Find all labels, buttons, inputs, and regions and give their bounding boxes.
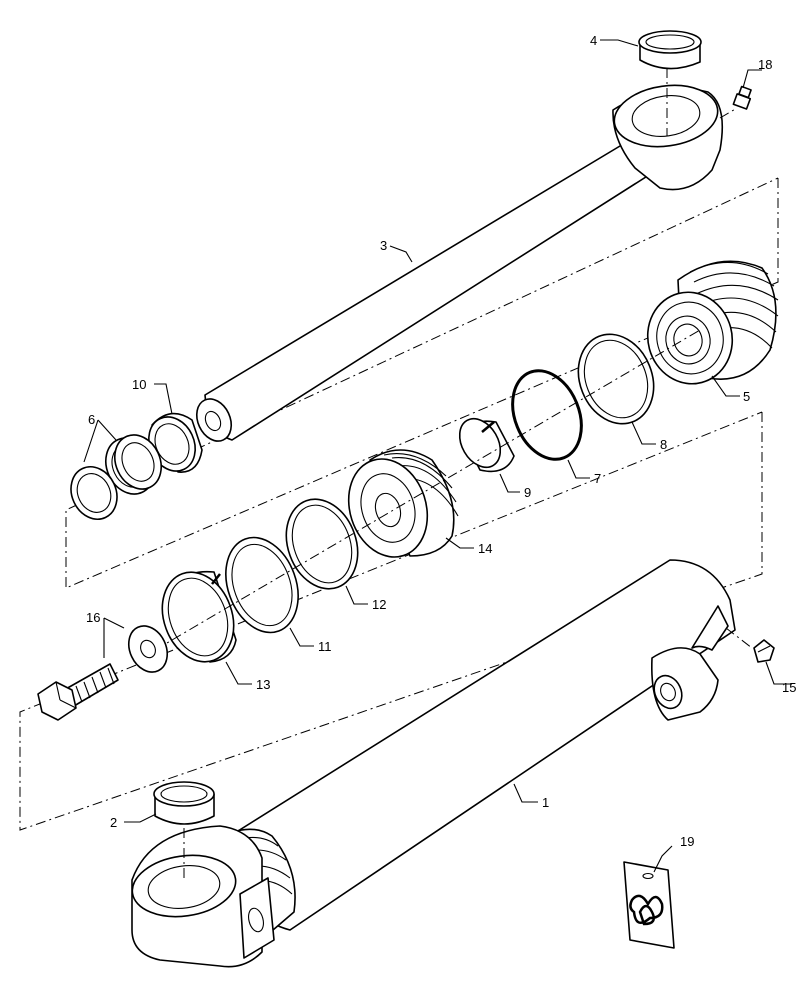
callout-2: 2	[110, 815, 117, 830]
piston-icon	[347, 449, 459, 558]
cylinder-barrel-icon	[131, 559, 736, 968]
spacer-icon	[458, 417, 515, 473]
wear-ring-icon	[285, 498, 359, 590]
callout-4: 4	[590, 33, 597, 48]
o-ring-icon	[511, 369, 583, 461]
assembly-plane-lower	[19, 411, 763, 831]
callout-10: 10	[132, 377, 146, 392]
callout-5: 5	[743, 389, 750, 404]
seal-ring-icon	[225, 536, 299, 634]
grease-fitting-icon	[732, 85, 752, 110]
callout-6: 6	[88, 412, 95, 427]
callout-8: 8	[660, 437, 667, 452]
callout-12: 12	[372, 597, 386, 612]
callout-labels: 1 2 3 4 5 6 7 8 9 10 11 12 13 14 15 16 1…	[86, 33, 796, 849]
bushing-icon	[153, 781, 215, 825]
callout-19: 19	[680, 834, 694, 849]
callout-18: 18	[758, 57, 772, 72]
callout-7: 7	[594, 471, 601, 486]
callout-1: 1	[542, 795, 549, 810]
piston-rod-icon	[195, 84, 724, 442]
piston-seal-icon	[161, 570, 237, 663]
rod-seal-icon	[70, 434, 162, 520]
callout-15: 15	[782, 680, 796, 695]
bolt-icon	[37, 663, 119, 721]
washer-icon	[127, 625, 169, 673]
callout-11: 11	[318, 639, 332, 654]
callout-14: 14	[478, 541, 492, 556]
plug-icon	[753, 639, 775, 663]
leader-lines	[83, 39, 792, 873]
callout-13: 13	[256, 677, 270, 692]
callout-16: 16	[86, 610, 100, 625]
callout-3: 3	[380, 238, 387, 253]
rod-bushing-icon	[638, 30, 702, 70]
callout-9: 9	[524, 485, 531, 500]
seal-kit-bag-icon	[623, 861, 675, 949]
assembly-plane-upper	[65, 177, 779, 589]
gland-icon	[646, 260, 779, 385]
